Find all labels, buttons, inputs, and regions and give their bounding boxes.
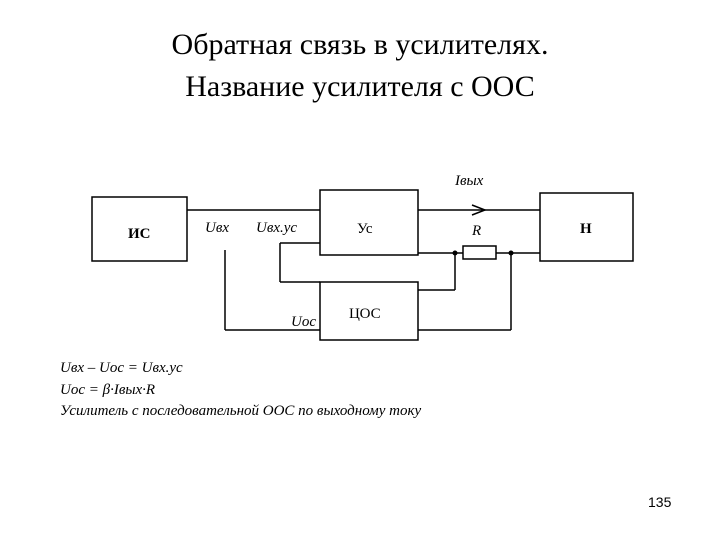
feedback-label: ЦОС [349,306,381,322]
slide-title-line1: Обратная связь в усилителях. [171,28,549,61]
slide-title-line2: Название усилителя с ООС [185,70,535,103]
load-label: Н [580,221,592,237]
output-current-label: Iвых [454,173,484,189]
amp-input-voltage-label: Uвх.ус [256,220,297,236]
feedback-voltage-label: Uос [291,314,316,330]
load-block [539,192,634,262]
page-number: 135 [648,494,672,510]
source-label: ИС [128,226,151,242]
amplifier-label: Ус [357,221,373,237]
current-arrow [471,204,488,216]
diagram-caption: Усилитель с последовательной ООС по выхо… [60,403,422,419]
source-block [91,196,188,262]
resistor [462,245,497,260]
feedback-block [319,281,419,341]
equation-feedback-voltage: Uос = β·Iвых·R [60,382,156,398]
resistor-label: R [471,223,481,239]
equation-voltage-balance: Uвх – Uос = Uвх.ус [60,360,183,376]
amplifier-block [319,189,419,256]
input-voltage-label: Uвх [205,220,229,236]
